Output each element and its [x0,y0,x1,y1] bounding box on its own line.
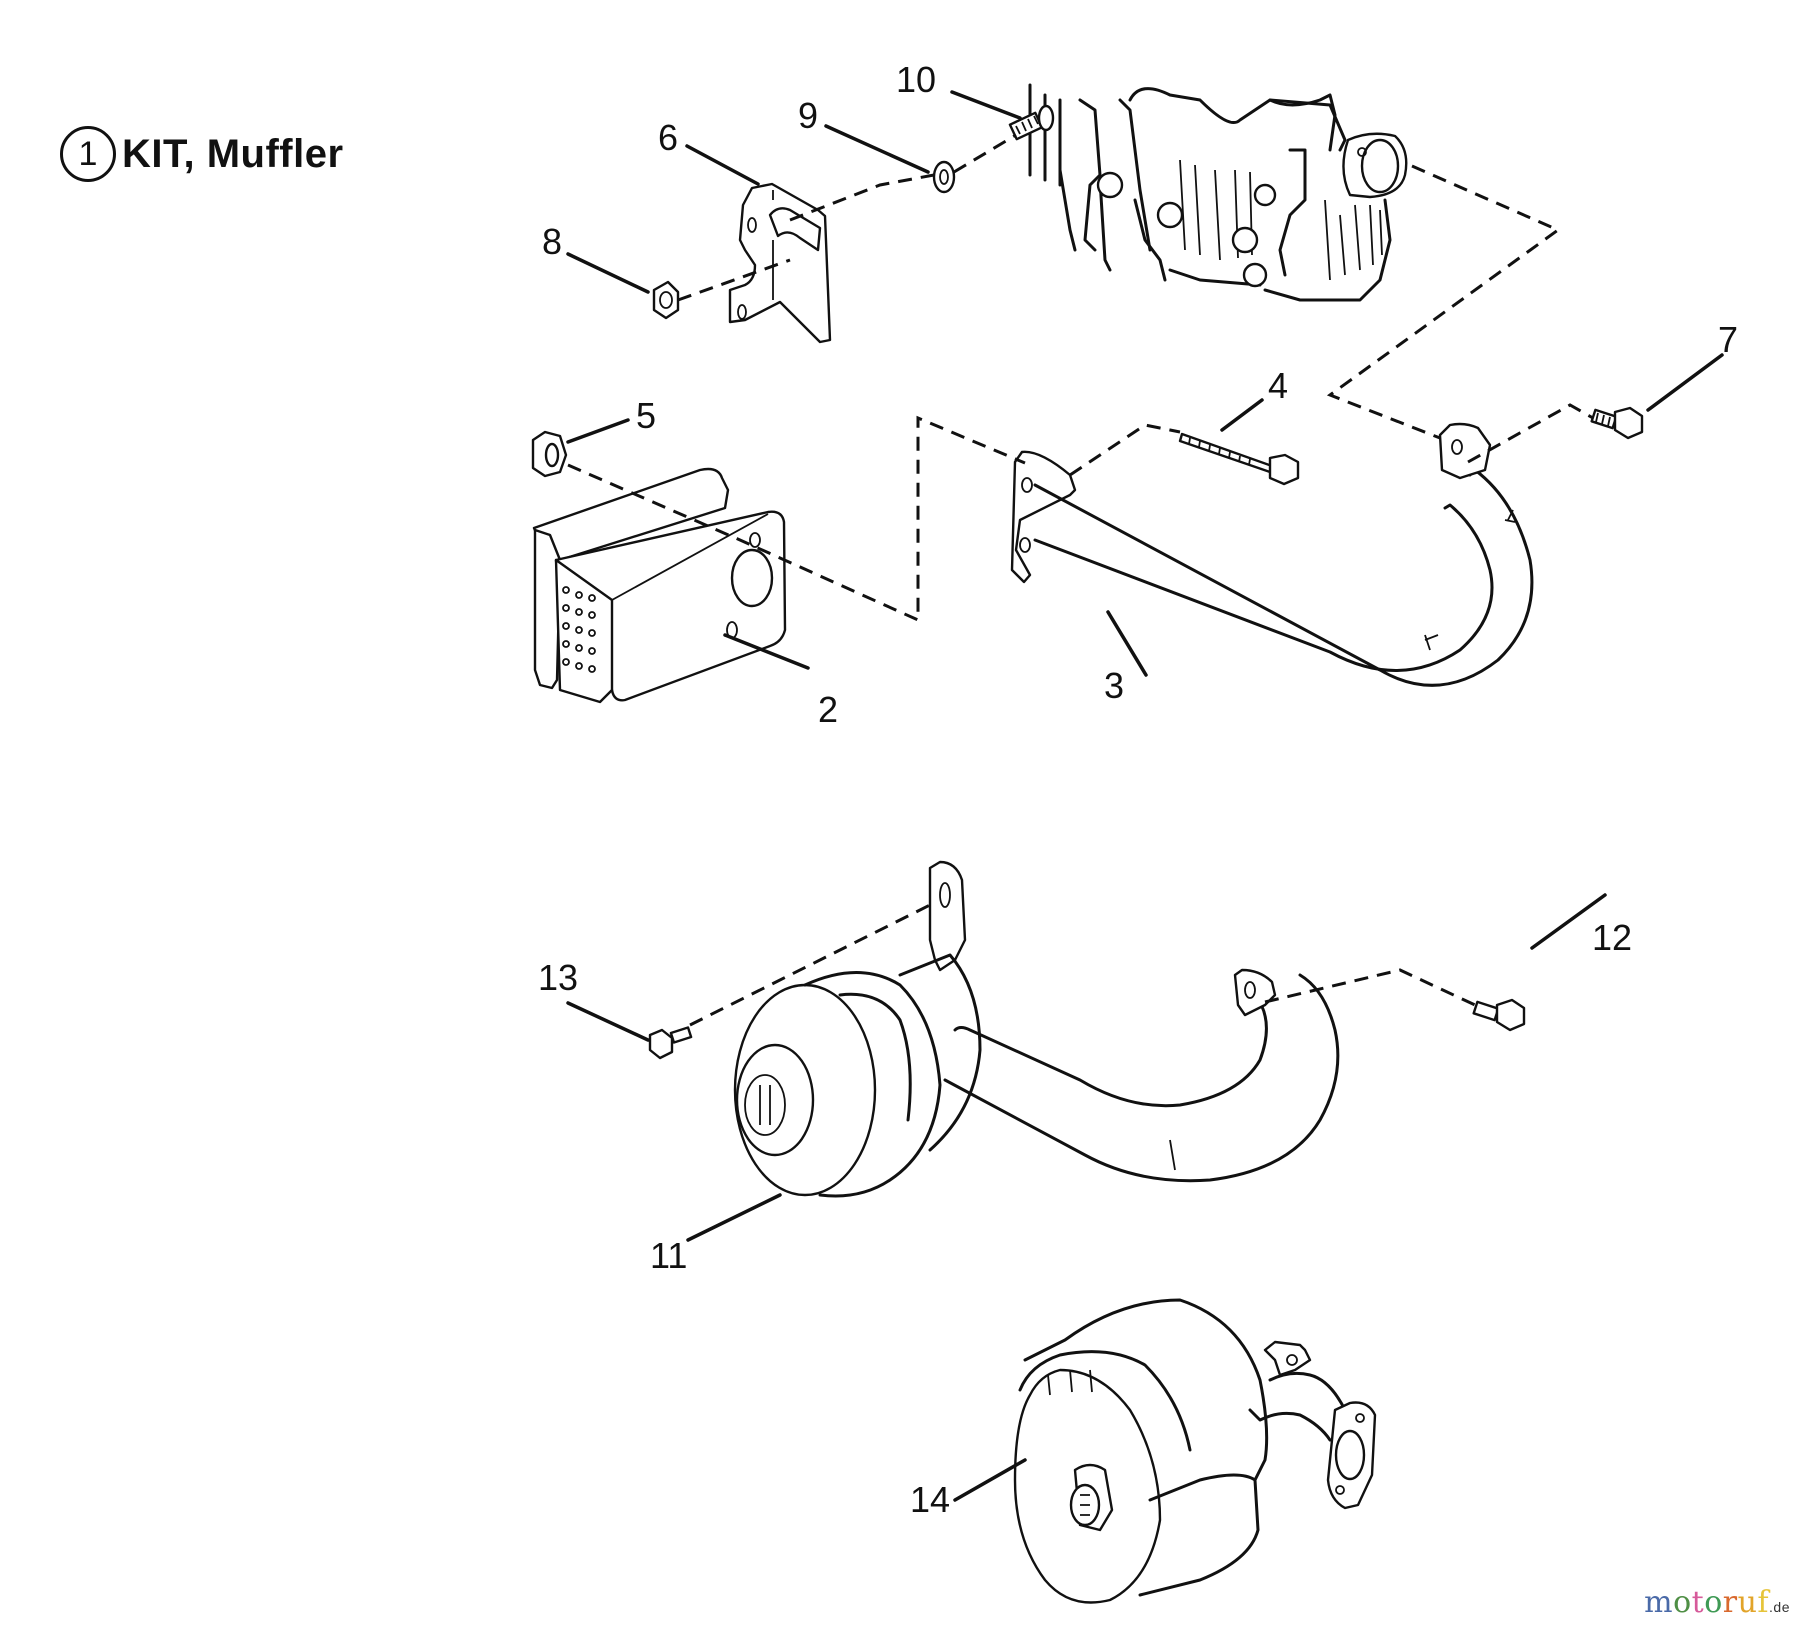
round-muffler-part [733,860,1340,1198]
watermark-tld: .de [1769,1599,1790,1615]
guarded-muffler-part [1013,1298,1377,1604]
screw-part [648,1026,693,1060]
stud-part [1008,104,1055,141]
muffler-bracket-part [728,182,832,344]
callout-11: 11 [650,1235,687,1276]
callout-14: 14 [910,1479,950,1520]
exhaust-pipe-part [1010,422,1534,687]
leader-lines [566,90,1724,1502]
washer-part [932,160,956,194]
callout-7: 7 [1718,319,1738,360]
watermark-letter: m [1644,1585,1674,1620]
leader-14 [953,1458,1027,1502]
leader-12 [1530,893,1607,950]
callout-2: 2 [818,689,838,730]
leader-3 [1106,610,1148,677]
watermark-letter: o [1673,1585,1692,1620]
rectangular-muffler-part [532,467,787,704]
leader-2 [723,633,810,670]
callout-4: 4 [1268,365,1288,406]
watermark-letter: r [1722,1585,1738,1620]
callout-9: 9 [798,95,818,136]
watermark-logo: motoruf.de [1644,1585,1790,1620]
leader-7 [1646,353,1724,412]
long-bolt-part [1178,432,1300,486]
leader-8 [566,252,650,294]
callout-12: 12 [1592,917,1632,958]
leader-9 [824,124,930,174]
watermark-letter: o [1704,1585,1723,1620]
engine-block [1028,83,1408,302]
callout-13: 13 [538,957,578,998]
callout-labels: 10 9 6 8 5 4 7 2 3 12 13 11 14 [538,59,1738,1520]
callout-10: 10 [896,59,936,100]
leader-4 [1220,398,1264,432]
watermark-letter: f [1757,1585,1770,1620]
flange-bolt-part [1590,406,1644,440]
exhaust-port-icon [1342,132,1408,199]
watermark-letter: t [1691,1585,1705,1620]
leader-5 [566,418,630,444]
hex-nut-part [652,280,680,320]
muffler-vent-holes-icon [562,586,596,673]
callout-3: 3 [1104,665,1124,706]
callout-6: 6 [658,117,678,158]
title-label: KIT, Muffler [122,131,344,176]
callout-5: 5 [636,395,656,436]
lock-nut-part [531,430,568,478]
leader-11 [686,1193,782,1242]
leader-6 [685,144,760,186]
diagram-title: 1 KIT, Muffler [60,126,344,182]
flange-bolt-12-part [1472,998,1526,1032]
title-item-number: 1 [60,126,116,182]
leader-10 [950,90,1022,120]
leader-13 [566,1001,650,1042]
watermark-letter: u [1737,1585,1758,1620]
engine-bolt-icon [1096,171,1277,288]
assembly-lines [567,133,1594,1027]
callout-8: 8 [542,221,562,262]
